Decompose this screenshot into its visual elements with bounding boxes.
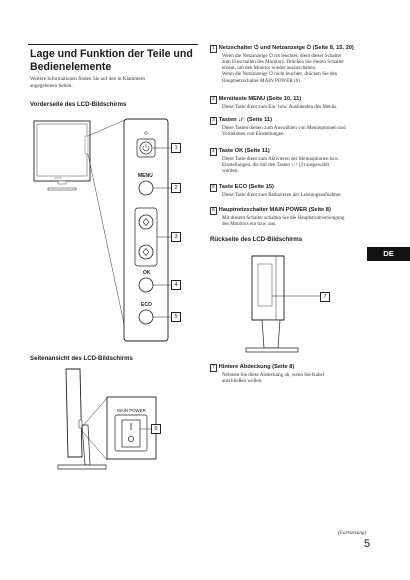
- front-view-illustration: [33, 118, 171, 342]
- page-number: 5: [364, 538, 371, 550]
- callout-3: 3: [171, 232, 181, 242]
- callout-1: 1: [171, 143, 181, 153]
- callout-2: 2: [171, 183, 181, 193]
- callout-5: 5: [171, 312, 181, 322]
- ok-label: OK: [143, 270, 151, 276]
- callout-4: 4: [171, 280, 181, 290]
- rear-view-illustration: [245, 255, 320, 353]
- intro-text: Weitere Informationen finden Sie auf den…: [30, 76, 145, 89]
- front-heading: Vorderseite des LCD-Bildschirms: [30, 101, 127, 108]
- callout-6: 6: [151, 424, 161, 434]
- side-view-illustration: [57, 368, 157, 470]
- language-tab: DE: [367, 247, 410, 261]
- title-top-rule: [28, 44, 198, 45]
- menu-label: MENU: [138, 173, 153, 179]
- rear-heading: Rückseite des LCD-Bildschirms: [210, 236, 303, 243]
- callout-7: 7: [320, 292, 330, 302]
- eco-label: ECO: [141, 302, 152, 308]
- continued-note: (Fortsetzung): [338, 530, 367, 536]
- side-heading: Seitenansicht des LCD-Bildschirms: [30, 355, 133, 362]
- page-title: Lage und Funktion der Teile und Bedienel…: [30, 48, 193, 73]
- main-power-label: MAIN POWER: [117, 408, 146, 413]
